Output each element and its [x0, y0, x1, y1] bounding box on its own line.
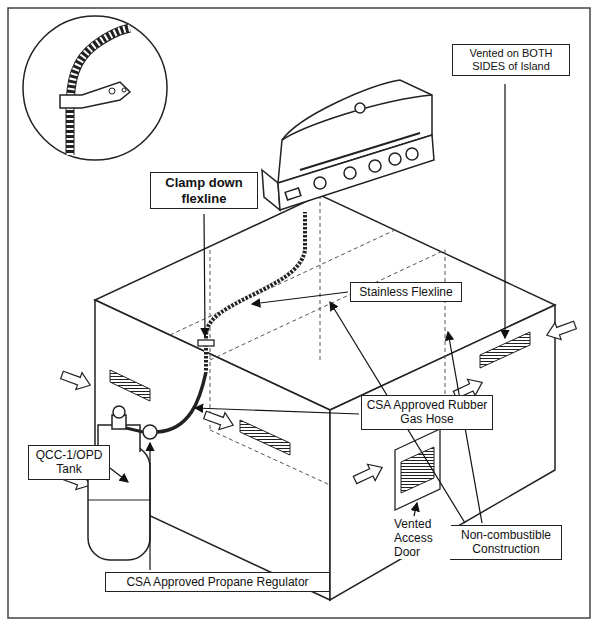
callout-text: CSA Approved Rubber Gas Hose — [365, 398, 489, 427]
callout-box: Clamp down flexline — [150, 172, 258, 209]
propane-tank — [88, 406, 150, 560]
callout-text: QCC-1/OPD Tank — [32, 448, 106, 477]
gas-line — [126, 212, 305, 439]
callout-box: Non-combustible Construction — [450, 525, 562, 560]
callout-box: QCC-1/OPD Tank — [28, 445, 110, 480]
grill — [262, 80, 434, 210]
callout-box: CSA Approved Propane Regulator — [105, 572, 330, 592]
clamp-detail — [23, 16, 167, 160]
hidden-edges — [170, 195, 445, 485]
part-label: Vented Access Door — [392, 518, 451, 559]
leader-lines — [110, 84, 505, 570]
callout-box: Vented on BOTH SIDES of Island — [452, 44, 570, 76]
frame — [8, 8, 590, 618]
access-door — [395, 429, 440, 510]
callout-text: Stainless Flexline — [354, 285, 458, 299]
callout-text: CSA Approved Propane Regulator — [109, 575, 326, 589]
callout-box: Stainless Flexline — [350, 282, 462, 302]
callout-text: Non-combustible Construction — [454, 528, 558, 557]
callout-text: Vented on BOTH SIDES of Island — [456, 47, 566, 73]
vents — [110, 332, 530, 501]
callout-box: CSA Approved Rubber Gas Hose — [361, 395, 493, 430]
callout-text: Clamp down flexline — [154, 175, 254, 206]
